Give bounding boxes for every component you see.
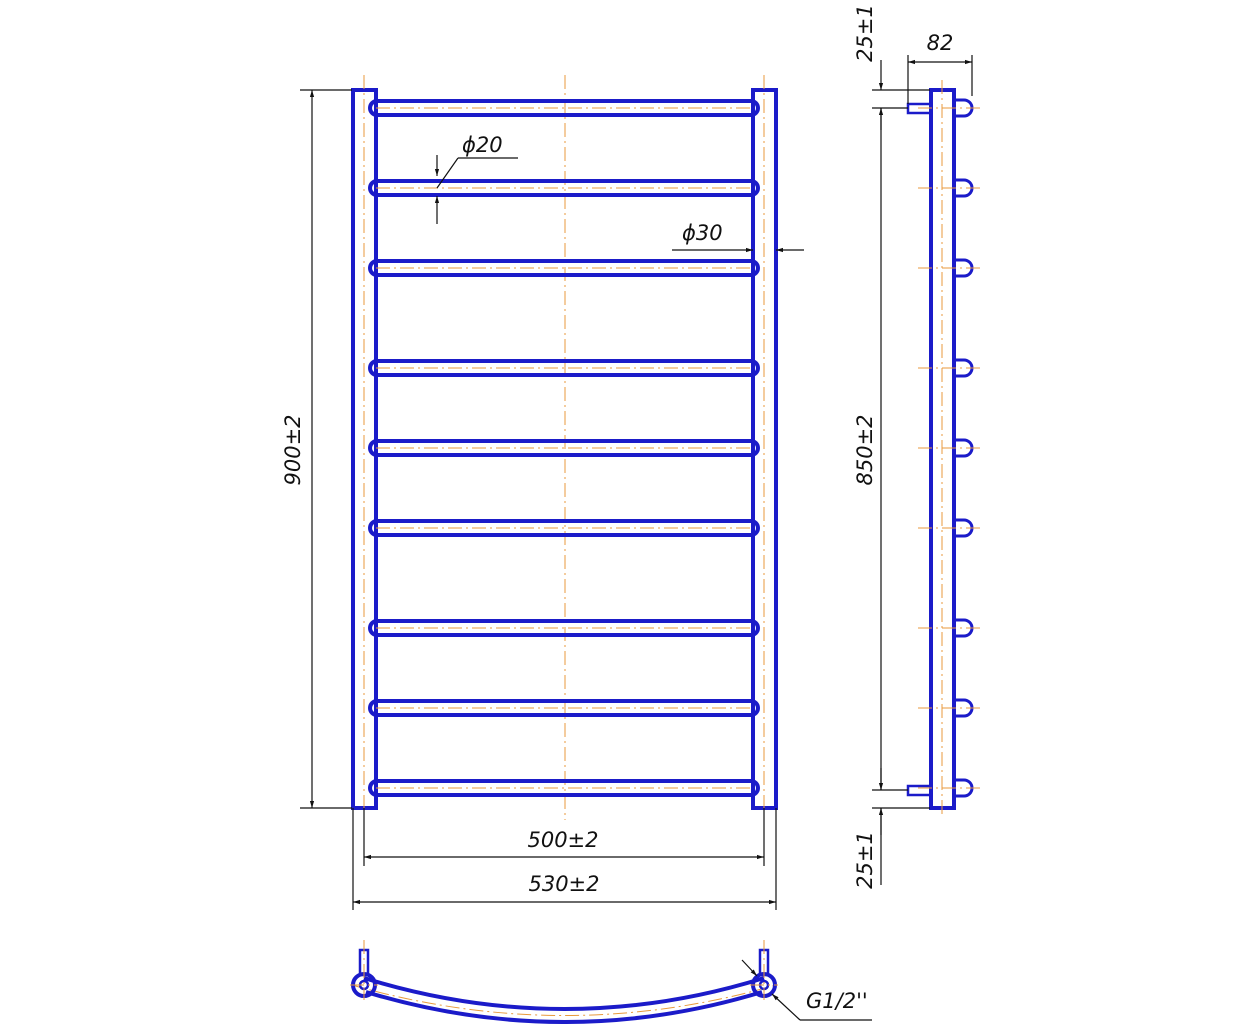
bottom-offset-label: 25±1 (853, 831, 877, 889)
overall-height-label: 900±2 (281, 414, 305, 485)
rail-8 (368, 699, 760, 717)
front-view (351, 75, 778, 820)
rail-9 (368, 779, 760, 797)
center-distance-label: 850±2 (853, 414, 877, 485)
bottom-inlet (906, 784, 933, 797)
inner-width-label: 500±2 (527, 828, 598, 852)
rail-diameter-label: ϕ20 (462, 133, 503, 157)
depth-label: 82 (927, 31, 954, 55)
rail-1 (368, 99, 760, 117)
rail-2 (368, 179, 760, 197)
top-view: G1/2'' (350, 940, 872, 1024)
rail-7 (368, 619, 760, 637)
top-arc-inner (365, 990, 763, 1024)
rail-3 (368, 259, 760, 277)
rail-6 (368, 519, 760, 537)
side-rail-ends (918, 98, 980, 798)
side-dimensions: 82 25±1 850±2 25±1 (853, 4, 973, 889)
rail-5 (368, 439, 760, 457)
thread-label: G1/2'' (806, 989, 868, 1013)
top-arc-outer (363, 976, 765, 1011)
front-dimensions: 900±2 500±2 530±2 ϕ20 ϕ30 (281, 89, 804, 910)
rails (368, 99, 760, 797)
outer-width-label: 530±2 (528, 872, 599, 896)
top-offset-label: 25±1 (853, 4, 877, 62)
rail-4 (368, 359, 760, 377)
side-view (906, 80, 980, 818)
post-diameter-label: ϕ30 (682, 221, 723, 245)
